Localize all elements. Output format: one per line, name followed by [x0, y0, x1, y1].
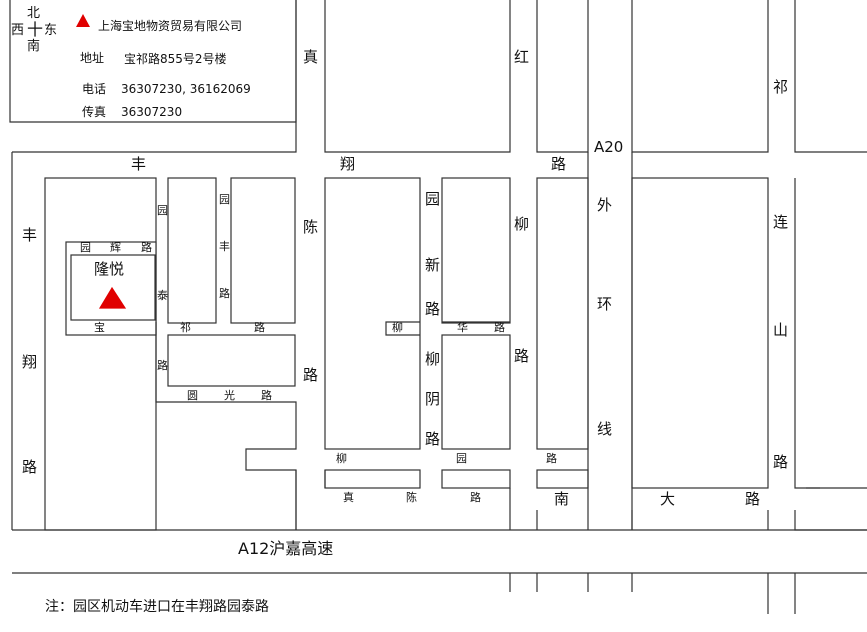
block-liuyuan-strip-1 — [324, 469, 421, 489]
block-west-large — [44, 177, 157, 531]
road-qilianshan-char-4: 路 — [773, 453, 789, 471]
road-fengxiang-char-2: 翔 — [340, 155, 356, 173]
legend-address-label: 地址 — [80, 51, 105, 65]
fengxiang-road-north-edge — [12, 0, 297, 153]
road-zhenchen-s-char-2: 陈 — [406, 491, 417, 504]
road-yuanfeng-char-2: 丰 — [219, 240, 230, 253]
road-liuyuan-char-1: 柳 — [336, 452, 347, 465]
road-yuanguang-char-2: 光 — [224, 389, 235, 402]
road-zhenchen-char-2: 陈 — [303, 218, 319, 236]
compass-south: 南 — [27, 39, 41, 54]
legend-fax-label: 传真 — [82, 105, 107, 119]
nanda-road-north — [509, 488, 538, 530]
legend-address: 宝祁路855号2号楼 — [124, 52, 227, 66]
footer-note: 注：园区机动车进口在丰翔路园泰路 — [45, 599, 269, 615]
block-liuyuan-strip-3 — [536, 469, 589, 489]
road-zhenchen-s-char-1: 真 — [343, 491, 354, 504]
block-yuanxin — [441, 177, 511, 324]
road-liuhua-char-2: 华 — [457, 321, 468, 334]
road-yuantai-char-2: 泰 — [157, 289, 168, 302]
qilianshan-east-edge-top — [794, 0, 867, 153]
road-fengxiang-v-char-3: 路 — [22, 458, 38, 476]
road-yuantai-char-3: 路 — [157, 359, 168, 372]
block-liuhua — [385, 321, 420, 336]
road-hongliu-char-2: 柳 — [514, 215, 530, 233]
nanda-road-south — [631, 510, 867, 531]
block-zhenchen-east — [324, 177, 421, 450]
road-yuanhui-char-2: 辉 — [110, 241, 121, 254]
road-qilianshan-char-1: 祁 — [773, 78, 789, 96]
road-waihuan-char-3: 线 — [597, 420, 613, 438]
legend-marker-icon — [76, 14, 90, 27]
block-longyue — [70, 254, 156, 321]
fengxiang-road-north-edge-4 — [631, 0, 769, 153]
road-yuanhui-char-3: 路 — [141, 241, 152, 254]
road-yuanxin-char-2: 新 — [425, 256, 441, 274]
road-qilianshan-char-2: 连 — [773, 213, 789, 231]
compass-north: 北 — [27, 6, 41, 21]
road-yuanxin-char-3: 路 — [425, 300, 441, 318]
road-hongliu-char-3: 路 — [514, 347, 530, 365]
road-liuyuan-char-3: 路 — [546, 452, 557, 465]
road-zhenchen-char-3: 路 — [303, 366, 319, 384]
road-liuhua-char-1: 柳 — [392, 321, 403, 334]
road-fengxiang-v-char-2: 翔 — [22, 353, 38, 371]
road-a20: A20 — [594, 138, 624, 156]
legend-phone: 36307230, 36162069 — [121, 82, 251, 96]
block-yuantai — [167, 177, 217, 324]
road-fengxiang-v-char-1: 丰 — [22, 226, 38, 244]
road-baoqi-char-2: 祁 — [180, 321, 191, 334]
legend-phone-label: 电话 — [82, 82, 107, 96]
fengxiang-road-north-edge-3 — [536, 0, 589, 153]
road-liuhua-char-3: 路 — [494, 321, 505, 334]
block-liuyuan-strip-2 — [441, 469, 511, 489]
road-hongliu-char-1: 红 — [514, 48, 530, 66]
road-yuanfeng-char-1: 园 — [219, 193, 230, 206]
road-yuanguang-char-1: 圆 — [187, 389, 198, 402]
block-hongliu — [536, 177, 589, 450]
compass-cross-icon: 十 — [27, 20, 44, 39]
road-baoqi-char-1: 宝 — [94, 321, 105, 334]
zhenchen-south-edge — [295, 470, 326, 530]
block-yuanguang — [155, 322, 297, 530]
road-yuanhui-char-1: 园 — [80, 241, 91, 254]
road-nanda-char-3: 路 — [745, 490, 761, 508]
road-liuyin-char-3: 路 — [425, 430, 441, 448]
road-waihuan-char-2: 环 — [597, 295, 613, 313]
road-liuyuan-char-2: 园 — [456, 452, 467, 465]
compass-east: 东 — [44, 23, 58, 38]
road-qilianshan-char-3: 山 — [773, 321, 789, 339]
fengxiang-road-north-edge-2 — [324, 0, 511, 153]
road-yuanfeng-char-3: 路 — [219, 287, 230, 300]
road-fengxiang-char-1: 丰 — [131, 155, 147, 173]
road-yuanguang-char-3: 路 — [261, 389, 272, 402]
road-baoqi-char-3: 路 — [254, 321, 265, 334]
legend-fax: 36307230 — [121, 105, 183, 119]
compass-west: 西 — [11, 23, 25, 38]
road-liuyin-char-1: 柳 — [425, 350, 441, 368]
road-zhenchen-char-1: 真 — [303, 48, 319, 66]
road-yuanxin-char-1: 园 — [425, 190, 441, 208]
stubs-below — [509, 573, 796, 614]
road-yuantai-char-1: 园 — [157, 204, 168, 217]
road-nanda-char-1: 南 — [554, 490, 570, 508]
road-nanda-char-2: 大 — [660, 490, 676, 508]
road-waihuan-char-1: 外 — [597, 196, 613, 214]
site-marker-icon — [98, 286, 127, 309]
block-yuanfeng — [230, 177, 296, 324]
block-baoqi-south — [167, 334, 296, 387]
road-a12-label: A12沪嘉高速 — [238, 539, 334, 558]
road-fengxiang-char-3: 路 — [551, 155, 567, 173]
qilianshan-east-edge — [794, 178, 867, 489]
road-zhenchen-s-char-3: 路 — [470, 491, 481, 504]
site-name: 隆悦 — [94, 260, 125, 278]
block-east — [631, 177, 769, 489]
road-liuyin-char-2: 阴 — [425, 390, 441, 408]
block-liuyin — [441, 334, 511, 450]
legend-company: 上海宝地物资贸易有限公司 — [98, 19, 243, 33]
